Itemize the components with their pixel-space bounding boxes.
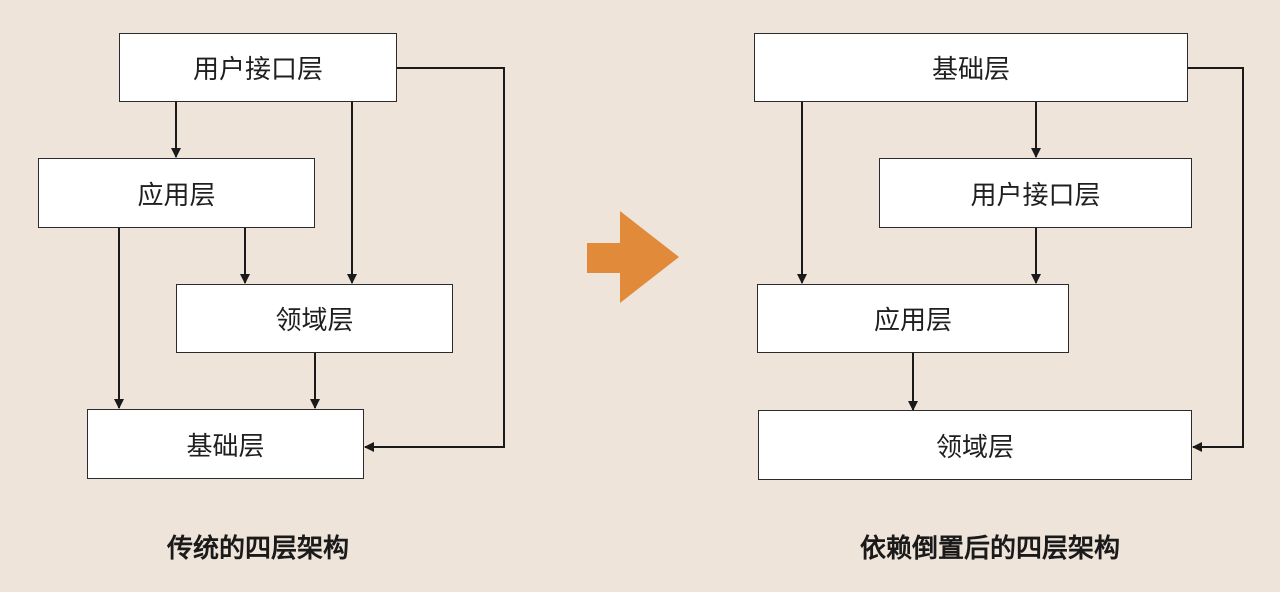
left-infrastructure-layer: 基础层 [87,409,364,479]
right-caption: 依赖倒置后的四层架构 [859,534,1120,564]
left-ui-layer: 用户接口层 [119,33,397,102]
right-ui-layer: 用户接口层 [879,158,1192,228]
right-application-layer: 应用层 [757,284,1069,353]
right-domain-layer: 领域层 [758,410,1192,480]
right-infrastructure-layer: 基础层 [754,33,1188,102]
left-application-layer: 应用层 [38,158,315,228]
arrow-ui-to-infrastructure [364,67,505,452]
left-caption: 传统的四层架构 [166,534,349,564]
arrow-infrastructure-to-domain [1188,67,1244,452]
left-domain-layer: 领域层 [176,284,453,353]
